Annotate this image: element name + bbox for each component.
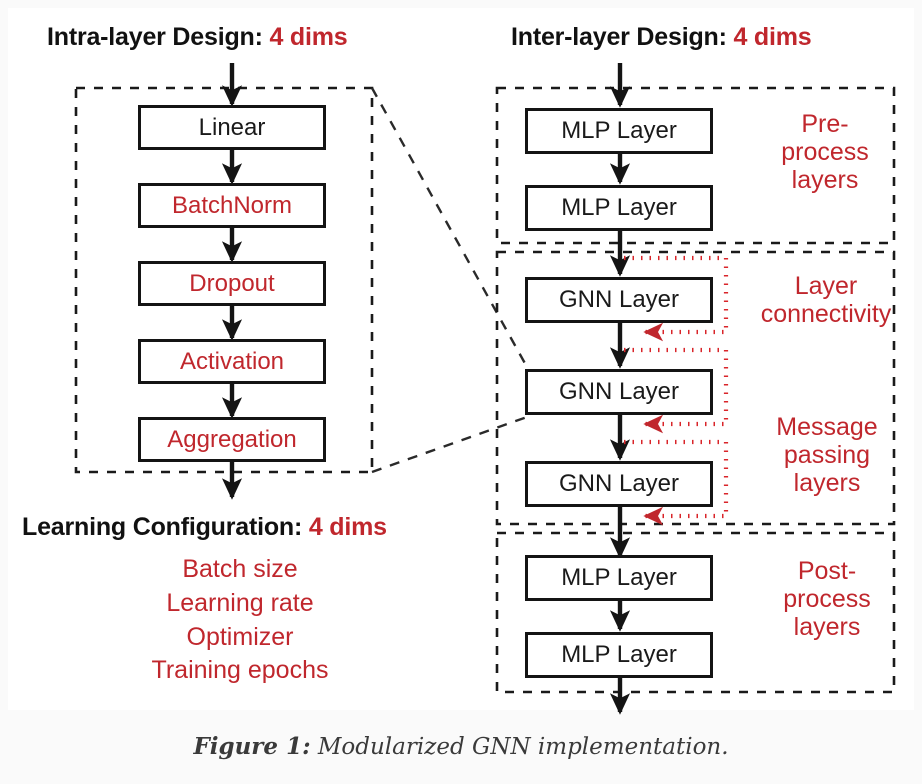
node-gnn-layer-3: GNN Layer bbox=[525, 461, 713, 507]
node-mlp-layer-post-2: MLP Layer bbox=[525, 632, 713, 678]
heading-intra-layer-design: Intra-layer Design: 4 dims bbox=[47, 23, 348, 52]
node-gnn-layer-2: GNN Layer bbox=[525, 369, 713, 415]
learning-item-training-epochs: Training epochs bbox=[151, 656, 329, 685]
node-aggregation: Aggregation bbox=[138, 417, 326, 462]
heading-intra-dims: 4 dims bbox=[269, 23, 348, 51]
node-mlp-layer-post-1: MLP Layer bbox=[525, 555, 713, 601]
learning-item-batch-size: Batch size bbox=[182, 555, 298, 583]
node-batchnorm: BatchNorm bbox=[138, 183, 326, 228]
heading-learning-text: Learning Configuration: bbox=[22, 513, 309, 541]
label-postprocess-layers: Post- process layers bbox=[783, 557, 871, 641]
heading-learning-dims: 4 dims bbox=[308, 513, 387, 541]
heading-intra-text: Intra-layer Design: bbox=[47, 23, 270, 51]
learning-item-optimizer: Optimizer bbox=[186, 622, 294, 651]
node-mlp-layer-pre-2: MLP Layer bbox=[525, 185, 713, 231]
label-message-passing-layers: Message passing layers bbox=[776, 413, 878, 497]
learning-item-learning-rate: Learning rate bbox=[166, 588, 314, 617]
node-activation: Activation bbox=[138, 339, 326, 384]
heading-inter-dims: 4 dims bbox=[733, 23, 812, 51]
node-dropout: Dropout bbox=[138, 261, 326, 306]
label-layer-connectivity: Layer connectivity bbox=[760, 272, 892, 328]
node-gnn-layer-1: GNN Layer bbox=[525, 277, 713, 323]
node-mlp-layer-pre-1: MLP Layer bbox=[525, 108, 713, 154]
node-linear: Linear bbox=[138, 105, 326, 150]
figure-caption-text: Modularized GNN implementation. bbox=[310, 734, 729, 760]
label-preprocess-layers: Pre- process layers bbox=[781, 110, 869, 194]
heading-inter-layer-design: Inter-layer Design: 4 dims bbox=[511, 23, 812, 52]
heading-learning-configuration: Learning Configuration: 4 dims bbox=[22, 513, 387, 542]
heading-inter-text: Inter-layer Design: bbox=[511, 23, 734, 51]
figure-caption: Figure 1: Modularized GNN implementation… bbox=[0, 733, 922, 760]
figure-caption-label: Figure 1: bbox=[193, 733, 311, 760]
learning-configuration-list: Batch size Learning rate Optimizer Train… bbox=[40, 553, 440, 688]
